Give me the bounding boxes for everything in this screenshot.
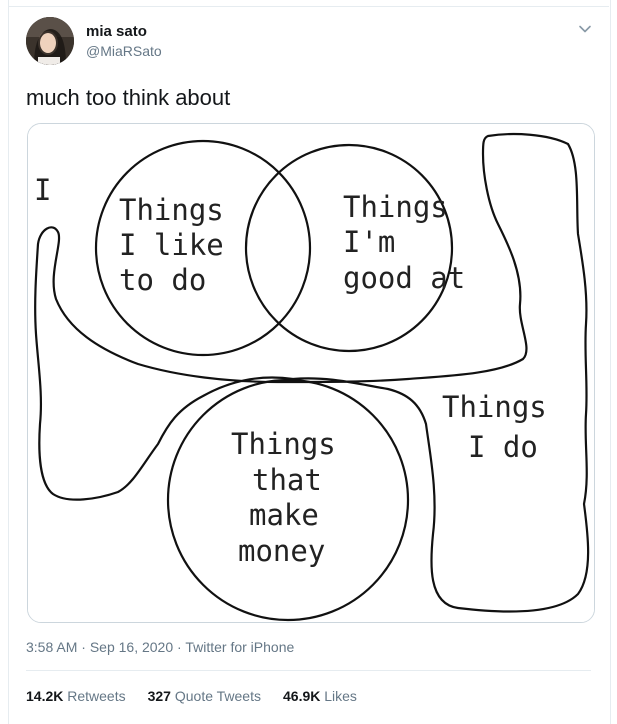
- quotes-label: Quote Tweets: [174, 688, 261, 704]
- label-i: I: [34, 173, 51, 207]
- tweet-stats: 14.2K Retweets 327 Quote Tweets 46.9K Li…: [26, 688, 357, 704]
- retweets-label: Retweets: [67, 688, 126, 704]
- circle2-line3: good at: [343, 261, 465, 295]
- display-name[interactable]: mia sato: [86, 23, 147, 40]
- tweet-source[interactable]: Twitter for iPhone: [185, 639, 295, 655]
- circle2-line1: Things: [343, 190, 448, 224]
- tweet-meta: 3:58 AM · Sep 16, 2020 · Twitter for iPh…: [26, 639, 294, 655]
- tweet-card: [8, 0, 611, 724]
- retweets-stat[interactable]: 14.2K Retweets: [26, 688, 126, 704]
- quotes-count: 327: [147, 688, 171, 704]
- circle-money: [166, 378, 410, 622]
- retweets-count: 14.2K: [26, 688, 64, 704]
- avatar[interactable]: [26, 17, 74, 65]
- tweet-time[interactable]: 3:58 AM: [26, 639, 78, 655]
- circle1-line1: Things: [119, 193, 224, 227]
- tweet-image[interactable]: I Things I like to do Things I'm good at…: [27, 123, 595, 623]
- circle3-line4: money: [238, 534, 325, 568]
- circle2-line2: I'm: [343, 225, 395, 259]
- blob-outline: [34, 132, 590, 613]
- circle-good: [244, 143, 454, 353]
- circle1-line2: I like: [119, 228, 224, 262]
- likes-label: Likes: [324, 688, 357, 704]
- tweet-text: much too think about: [26, 85, 231, 110]
- top-divider: [8, 6, 609, 7]
- chevron-down-icon[interactable]: [578, 22, 592, 36]
- stats-divider: [26, 670, 591, 671]
- circle-like: [94, 139, 312, 357]
- blob-line1: Things: [442, 390, 547, 424]
- circle3-line2: that: [252, 463, 322, 497]
- circle3-line3: make: [249, 498, 319, 532]
- venn-diagram: I Things I like to do Things I'm good at…: [28, 124, 594, 622]
- user-handle[interactable]: @MiaRSato: [86, 43, 162, 59]
- quotes-stat[interactable]: 327 Quote Tweets: [148, 688, 261, 704]
- likes-stat[interactable]: 46.9K Likes: [283, 688, 357, 704]
- likes-count: 46.9K: [283, 688, 321, 704]
- circle1-line3: to do: [119, 263, 206, 297]
- meta-dot: ·: [81, 639, 86, 655]
- meta-dot: ·: [177, 639, 182, 655]
- circle3-line1: Things: [231, 427, 336, 461]
- tweet-date[interactable]: Sep 16, 2020: [89, 639, 174, 655]
- blob-line2: I do: [468, 430, 538, 464]
